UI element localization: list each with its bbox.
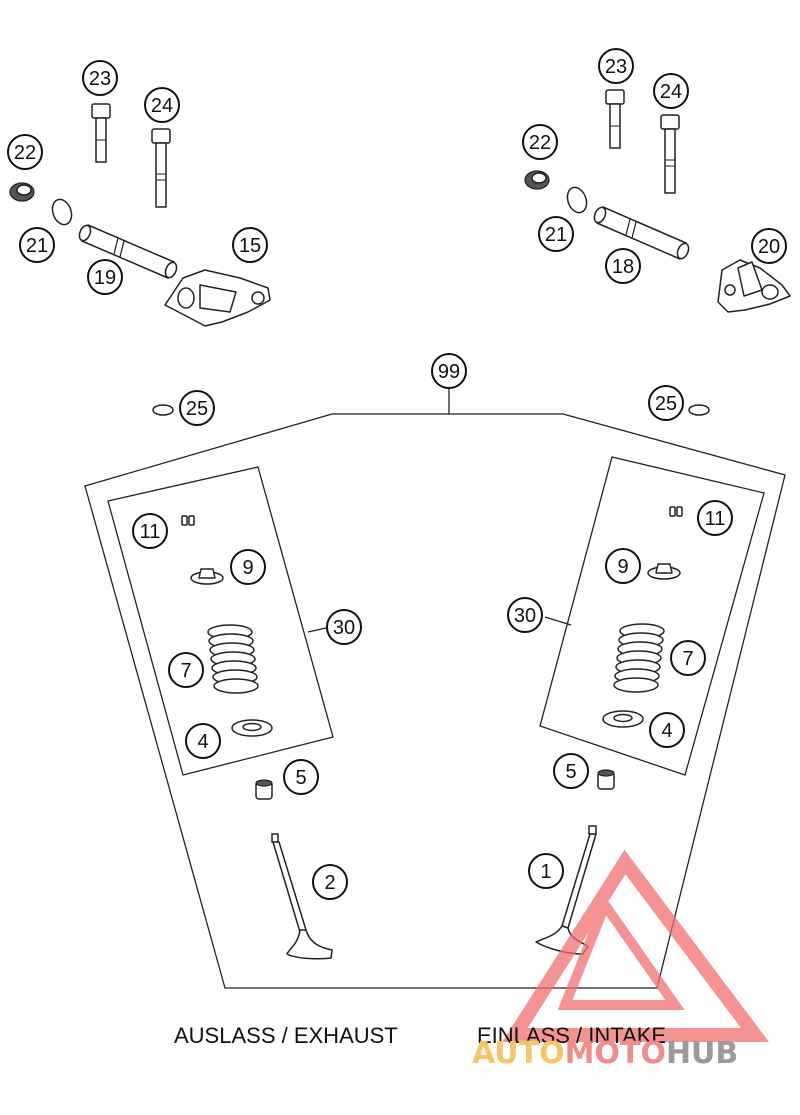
- assembly-30-right-frame: [539, 456, 765, 776]
- svg-text:9: 9: [242, 557, 253, 579]
- caption-intake: EINLASS / INTAKE: [477, 1023, 666, 1048]
- watermark-word-hub: HUB: [666, 1036, 738, 1071]
- valve-stem-seal-5-left: [255, 779, 273, 800]
- rocker-shaft-19: [78, 224, 178, 279]
- o-ring-21-right: [566, 186, 588, 214]
- callout-22-left: 22: [7, 134, 43, 170]
- plug-22-left: [9, 182, 35, 202]
- valve-keepers-11-right: [669, 506, 683, 517]
- logo-triangle-inner: [557, 894, 685, 1010]
- spring-retainer-9-right: [647, 563, 681, 580]
- callout-11-right: 11: [697, 500, 733, 536]
- bolt-23-right: [605, 89, 625, 149]
- svg-text:19: 19: [94, 267, 116, 289]
- rocker-shaft-18: [593, 206, 690, 260]
- svg-text:30: 30: [333, 617, 355, 639]
- leader-30-right: [544, 616, 572, 626]
- svg-text:4: 4: [197, 731, 208, 753]
- callout-4-right: 4: [649, 712, 685, 748]
- svg-text:11: 11: [705, 508, 726, 530]
- callout-30-right: 30: [507, 597, 543, 633]
- spring-seat-4-right: [602, 710, 644, 728]
- bolt-23-left: [91, 103, 111, 163]
- shim-25-left: [152, 404, 174, 416]
- svg-text:18: 18: [612, 256, 634, 278]
- caption-exhaust: AUSLASS / EXHAUST: [174, 1023, 398, 1048]
- svg-text:7: 7: [682, 648, 693, 670]
- callout-20: 20: [751, 228, 787, 264]
- logo-triangle-outer: [502, 849, 770, 1042]
- bolt-24-left: [151, 128, 171, 208]
- callout-7-right: 7: [670, 640, 706, 676]
- svg-text:24: 24: [660, 81, 682, 103]
- leader-30-left: [307, 627, 327, 633]
- callout-23-right: 23: [598, 48, 634, 84]
- callout-7-left: 7: [168, 652, 204, 688]
- bolt-24-right: [660, 114, 680, 194]
- callout-24-right: 24: [653, 73, 689, 109]
- callout-18: 18: [605, 248, 641, 284]
- callout-11-left: 11: [132, 513, 168, 549]
- svg-text:99: 99: [438, 361, 460, 383]
- callout-30-left: 30: [326, 609, 362, 645]
- callout-4-left: 4: [185, 723, 221, 759]
- svg-text:9: 9: [617, 556, 628, 578]
- svg-text:21: 21: [545, 224, 567, 246]
- plug-22-right: [524, 170, 550, 190]
- svg-text:11: 11: [140, 521, 161, 543]
- svg-text:22: 22: [529, 132, 551, 154]
- callout-9-right: 9: [605, 548, 641, 584]
- assembly-99-frame: [84, 413, 786, 989]
- svg-text:2: 2: [324, 872, 335, 894]
- callout-5-left: 5: [283, 759, 319, 795]
- svg-text:4: 4: [661, 720, 672, 742]
- svg-text:24: 24: [151, 95, 173, 117]
- callout-25-right: 25: [648, 385, 684, 421]
- valve-spring-7-right: [613, 623, 665, 693]
- svg-text:7: 7: [180, 660, 191, 682]
- rocker-arm-20: [717, 259, 791, 313]
- svg-text:20: 20: [758, 236, 780, 258]
- svg-text:25: 25: [655, 393, 677, 415]
- callout-23-left: 23: [82, 60, 118, 96]
- svg-text:22: 22: [14, 142, 36, 164]
- callout-19: 19: [87, 259, 123, 295]
- callout-22-right: 22: [522, 124, 558, 160]
- callout-5-right: 5: [553, 753, 589, 789]
- watermark-text: AUTOMOTOHUB: [472, 1036, 738, 1071]
- shim-25-right: [688, 404, 710, 416]
- callout-99: 99: [431, 353, 467, 389]
- watermark-word-auto: AUTO: [472, 1036, 565, 1071]
- callout-21-right: 21: [538, 216, 574, 252]
- callout-21-left: 21: [19, 227, 55, 263]
- watermark-word-moto: MOTO: [565, 1036, 666, 1071]
- callout-25-left: 25: [179, 390, 215, 426]
- valve-keepers-11-left: [181, 515, 195, 526]
- callout-9-left: 9: [230, 549, 266, 585]
- automotohub-logo: [502, 849, 770, 1042]
- svg-text:23: 23: [605, 56, 627, 78]
- assembly-30-left-frame: [107, 466, 334, 776]
- rocker-arm-15: [164, 269, 271, 327]
- valve-stem-seal-5-right: [597, 769, 615, 790]
- callout-24-left: 24: [144, 87, 180, 123]
- svg-text:5: 5: [295, 767, 306, 789]
- o-ring-21-left: [51, 198, 73, 226]
- svg-text:30: 30: [514, 605, 536, 627]
- svg-text:1: 1: [540, 861, 551, 883]
- exhaust-valve-2: [271, 833, 333, 960]
- spring-seat-4-left: [231, 719, 273, 737]
- svg-text:23: 23: [89, 68, 111, 90]
- callout-15: 15: [232, 227, 268, 263]
- valve-spring-7-left: [207, 624, 259, 694]
- spring-retainer-9-left: [190, 568, 224, 585]
- callout-2: 2: [312, 864, 348, 900]
- svg-text:5: 5: [565, 761, 576, 783]
- svg-text:15: 15: [239, 235, 261, 257]
- svg-text:21: 21: [26, 235, 48, 257]
- callout-1: 1: [528, 853, 564, 889]
- svg-text:25: 25: [186, 398, 208, 420]
